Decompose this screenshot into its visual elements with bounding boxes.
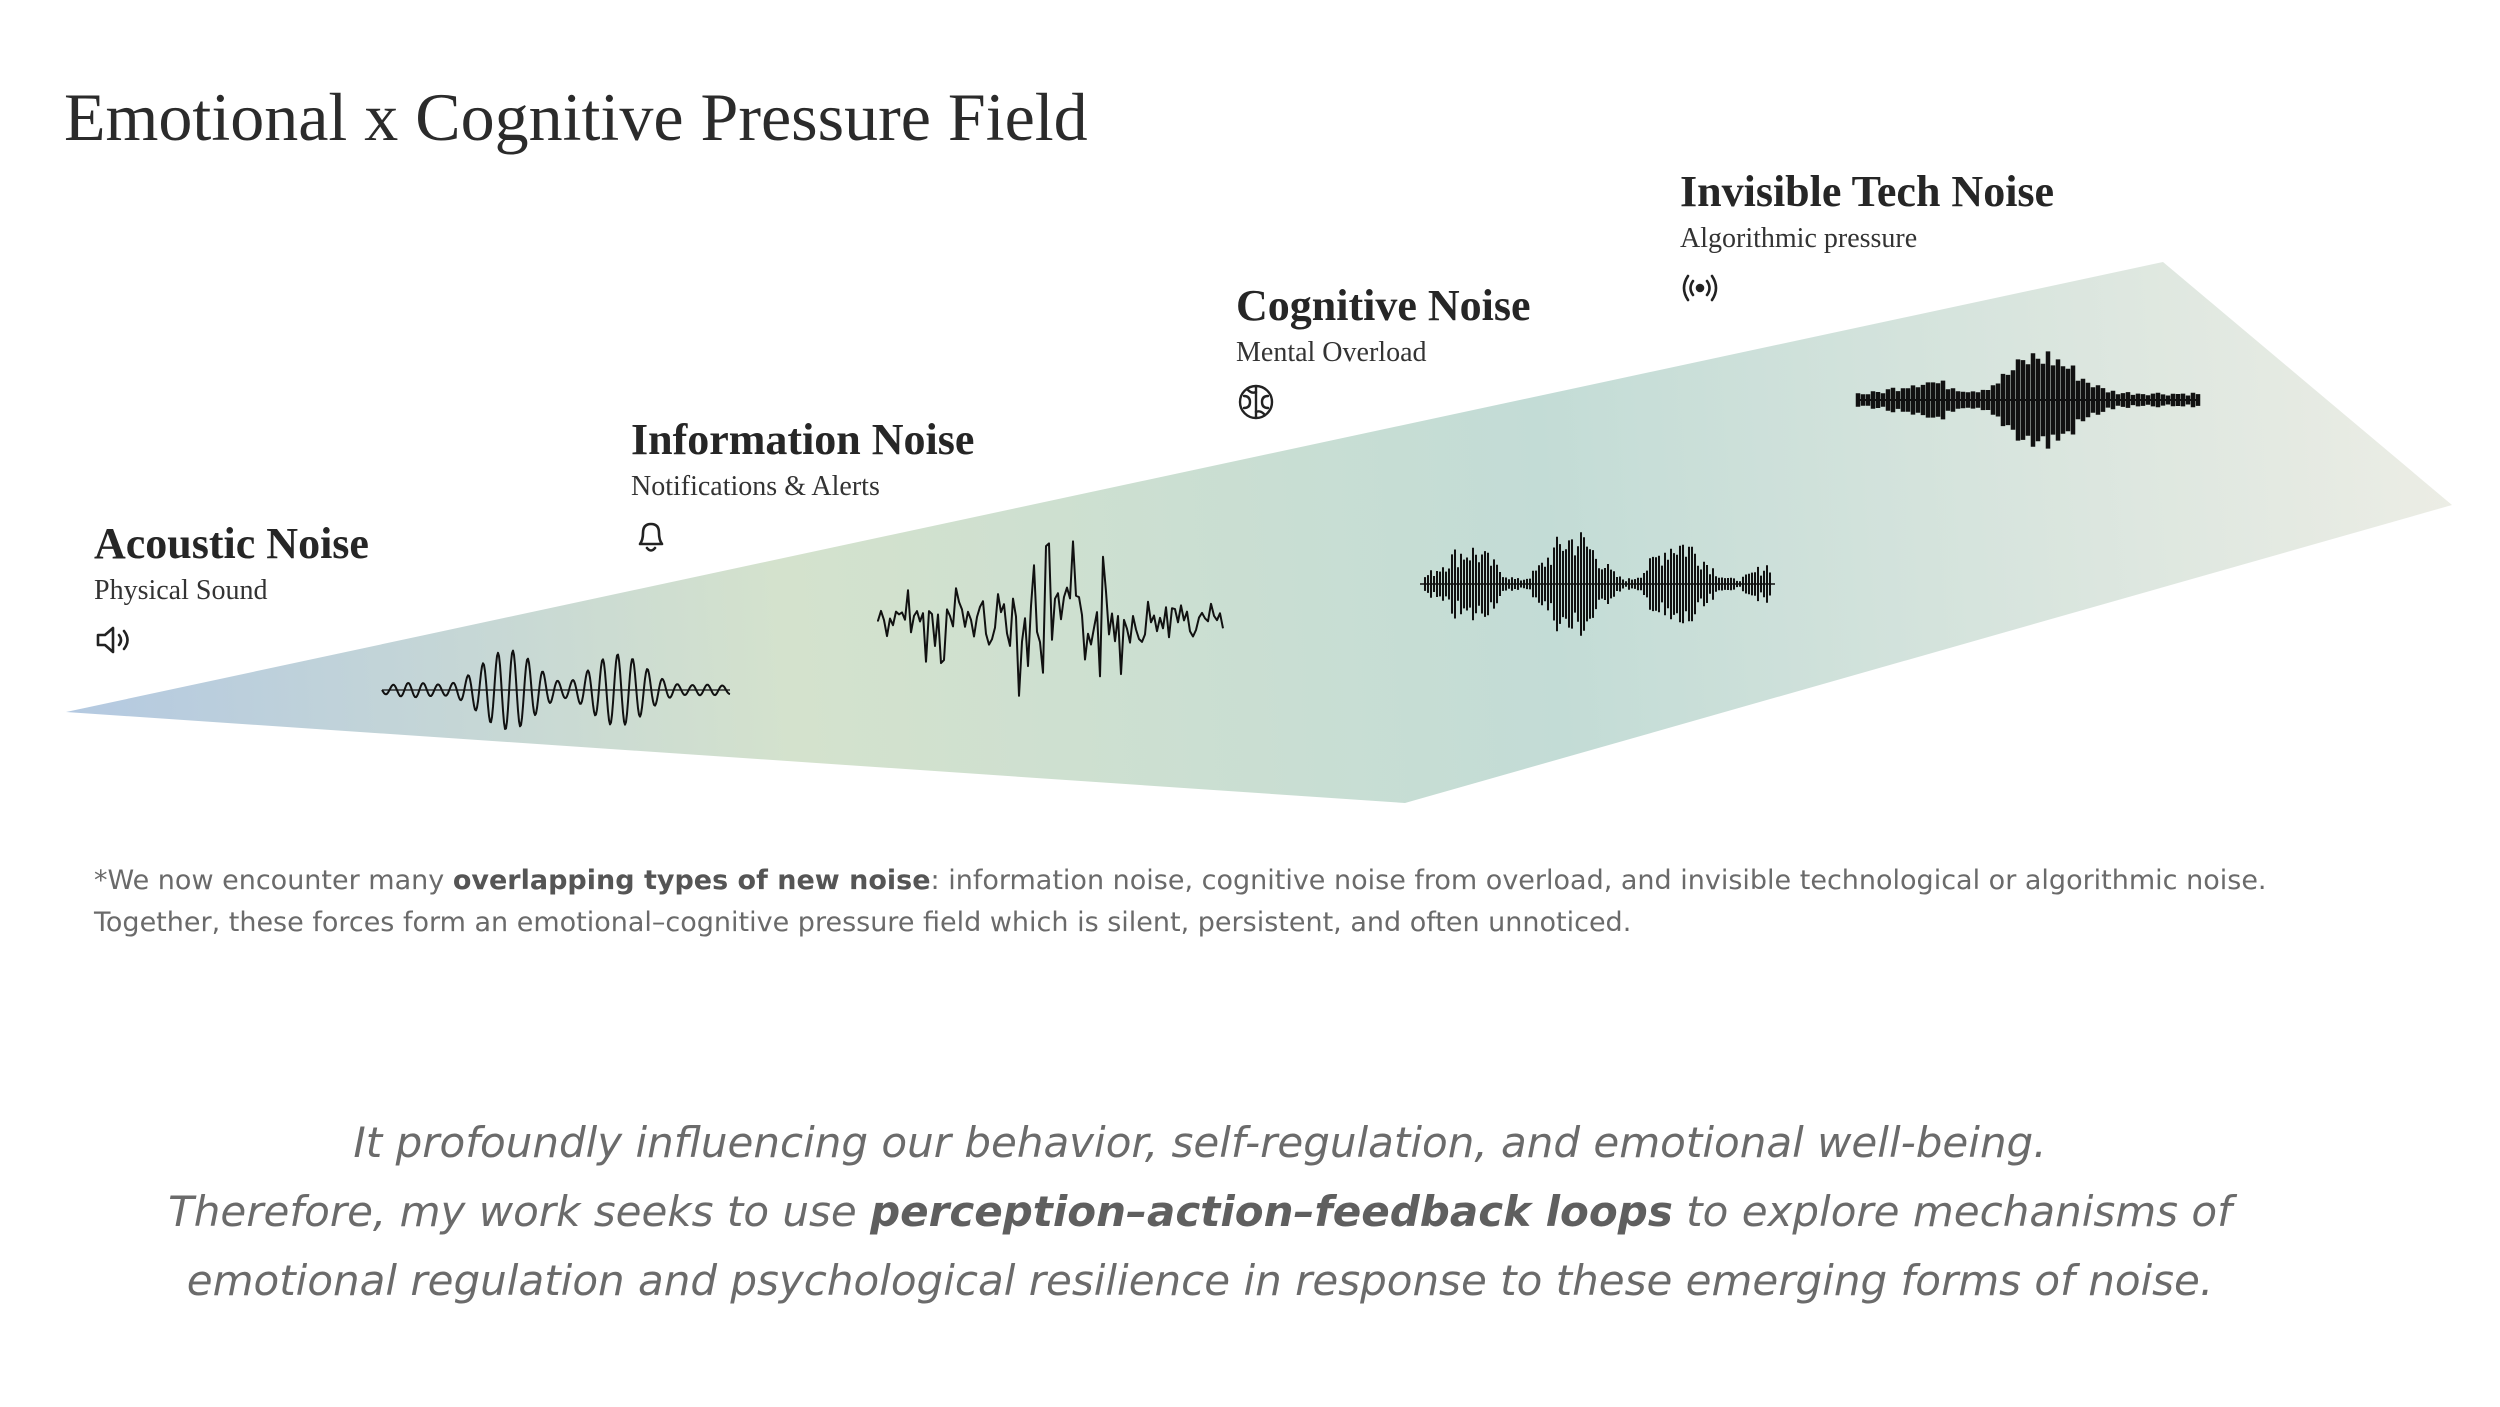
conclusion-statement: It profoundly influencing our behavior, … [150, 1108, 2250, 1315]
broadcast-icon [1680, 268, 1720, 308]
cognitive-noise-title: Cognitive Noise [1236, 281, 1531, 330]
acoustic-noise-label: Acoustic Noise Physical Sound [94, 519, 369, 660]
footnote-text-3: Together, these forces form an emotional… [94, 907, 1632, 938]
information-noise-subtitle: Notifications & Alerts [631, 471, 880, 503]
information-waveform [877, 540, 1224, 697]
acoustic-noise-subtitle: Physical Sound [94, 575, 268, 607]
footnote: *We now encounter many overlapping types… [94, 860, 2394, 944]
acoustic-noise-title: Acoustic Noise [94, 519, 369, 568]
invisible-tech-noise-title: Invisible Tech Noise [1680, 167, 2055, 216]
conclusion-line-2a: Therefore, my work seeks to use [168, 1187, 871, 1236]
conclusion-line-2b: to explore mechanisms of [1672, 1187, 2232, 1236]
bell-icon [631, 516, 671, 556]
conclusion-line-3: emotional regulation and psychological r… [186, 1256, 2214, 1305]
pressure-field-shape [66, 262, 2452, 803]
acoustic-waveform [381, 649, 731, 730]
cognitive-noise-label: Cognitive Noise Mental Overload [1236, 281, 1531, 422]
conclusion-line-1: It profoundly influencing our behavior, … [353, 1118, 2047, 1167]
invisible-tech-noise-subtitle: Algorithmic pressure [1680, 223, 1918, 255]
information-noise-title: Information Noise [631, 415, 975, 464]
information-noise-label: Information Noise Notifications & Alerts [631, 415, 975, 556]
speaker-icon [94, 620, 134, 660]
invisible-tech-noise-label: Invisible Tech Noise Algorithmic pressur… [1680, 167, 2055, 308]
footnote-emphasis: overlapping types of new noise [452, 865, 931, 896]
brain-icon [1236, 382, 1276, 422]
conclusion-emphasis: perception–action–feedback loops [870, 1187, 1673, 1236]
page-title: Emotional x Cognitive Pressure Field [64, 79, 1088, 155]
footnote-text-2: : information noise, cognitive noise fro… [930, 865, 2267, 896]
footnote-text-1: *We now encounter many [94, 865, 453, 896]
cognitive-noise-subtitle: Mental Overload [1236, 337, 1427, 369]
